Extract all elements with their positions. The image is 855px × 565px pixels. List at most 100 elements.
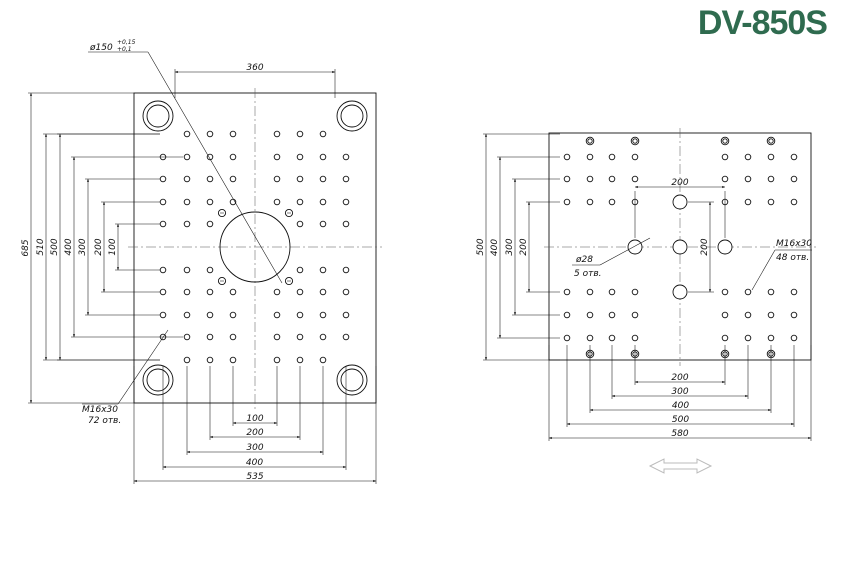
dim-bottom-r-2-label: 400 (672, 401, 689, 411)
dim-inner-h-label: 200 (671, 178, 688, 188)
dim-bottom-3-label: 400 (246, 458, 263, 468)
thread-hole (744, 288, 752, 296)
thread-hole (183, 198, 191, 206)
fixed-platen-outline (133, 92, 377, 404)
thread-hole-edge-inner (587, 138, 593, 144)
thread-hole (296, 220, 304, 228)
tie-bar-outer (336, 364, 368, 396)
thread-hole (608, 175, 616, 183)
thread-hole (631, 175, 639, 183)
thread-hole (206, 333, 214, 341)
dim-vert-1-label: 510 (36, 238, 46, 255)
thread-hole (296, 356, 304, 364)
thread-hole (183, 175, 191, 183)
thread-hole (159, 220, 167, 228)
ejector-count: 5 отв. (574, 269, 602, 279)
thread-hole (342, 311, 350, 319)
thread-hole (767, 175, 775, 183)
thread-hole (183, 220, 191, 228)
thread-hole (183, 356, 191, 364)
thread-hole (342, 266, 350, 274)
thread-hole (721, 334, 729, 342)
thread-hole (296, 153, 304, 161)
thread-hole (296, 266, 304, 274)
thread-hole (319, 153, 327, 161)
locating-hole (217, 276, 227, 286)
thread-hole (229, 130, 237, 138)
thread-hole (586, 288, 594, 296)
thread-hole (183, 311, 191, 319)
dim-vert-0-label: 685 (21, 239, 31, 256)
thread-hole (790, 334, 798, 342)
dim-bottom-r-0-label: 200 (671, 373, 688, 383)
thread-hole (159, 175, 167, 183)
thread-hole (159, 288, 167, 296)
thread-holes (159, 130, 350, 364)
thread-hole (319, 198, 327, 206)
thread-hole (296, 175, 304, 183)
tie-bars (142, 100, 368, 396)
tie-bar-inner (146, 368, 170, 392)
thread-hole (342, 220, 350, 228)
thread-hole (273, 130, 281, 138)
thread-hole (273, 311, 281, 319)
ejector-hole (717, 239, 733, 255)
thread-hole (586, 334, 594, 342)
thread-hole (319, 130, 327, 138)
thread-hole-edge-outer (630, 136, 640, 146)
dim-bottom-r-3-label: 500 (672, 415, 689, 425)
thread-hole (563, 198, 571, 206)
thread-hole (563, 288, 571, 296)
thread-hole (229, 153, 237, 161)
dim-vert-6-label: 100 (108, 238, 118, 255)
center-bore (219, 211, 291, 283)
thread-hole-edge-inner (632, 138, 638, 144)
thread-hole (342, 175, 350, 183)
thread-hole (767, 288, 775, 296)
dim-vert-r-3-label: 200 (519, 238, 529, 255)
thread-hole (206, 153, 214, 161)
dim-bottom-2-label: 300 (246, 443, 263, 453)
thread-hole (721, 311, 729, 319)
bore-leader (147, 51, 283, 284)
thread-hole (744, 175, 752, 183)
thread-hole (631, 334, 639, 342)
ejector-hole (627, 239, 643, 255)
dim-vert-4-label: 300 (78, 238, 88, 255)
thread-hole (790, 288, 798, 296)
dim-vert-r-1-label: 400 (490, 239, 500, 256)
thread-hole (183, 266, 191, 274)
thread-hole (296, 333, 304, 341)
thread-hole (296, 130, 304, 138)
thread-hole (273, 198, 281, 206)
dim-bottom-r-1-label: 300 (671, 387, 688, 397)
thread-hole (342, 288, 350, 296)
thread-hole (183, 153, 191, 161)
dim-bottom-1-label: 200 (246, 428, 263, 438)
thread-hole (319, 266, 327, 274)
thread-hole-edge-outer (720, 136, 730, 146)
thread-hole (767, 153, 775, 161)
thread-hole (586, 311, 594, 319)
thread-hole (229, 356, 237, 364)
moving-thread-count: 48 отв. (776, 253, 809, 263)
thread-hole-edge-inner (722, 138, 728, 144)
thread-hole-edge-outer (766, 136, 776, 146)
dim-inner-v-label: 200 (700, 238, 710, 255)
ejector-holes (627, 194, 733, 300)
thread-hole (586, 175, 594, 183)
dim-bottom-4-label: 535 (246, 472, 263, 482)
thread-hole (744, 198, 752, 206)
thread-hole (790, 175, 798, 183)
dim-vert-2-label: 500 (50, 238, 60, 255)
thread-hole (744, 311, 752, 319)
thread-hole (319, 311, 327, 319)
thread-hole (319, 356, 327, 364)
thread-hole (273, 356, 281, 364)
thread-hole (319, 333, 327, 341)
